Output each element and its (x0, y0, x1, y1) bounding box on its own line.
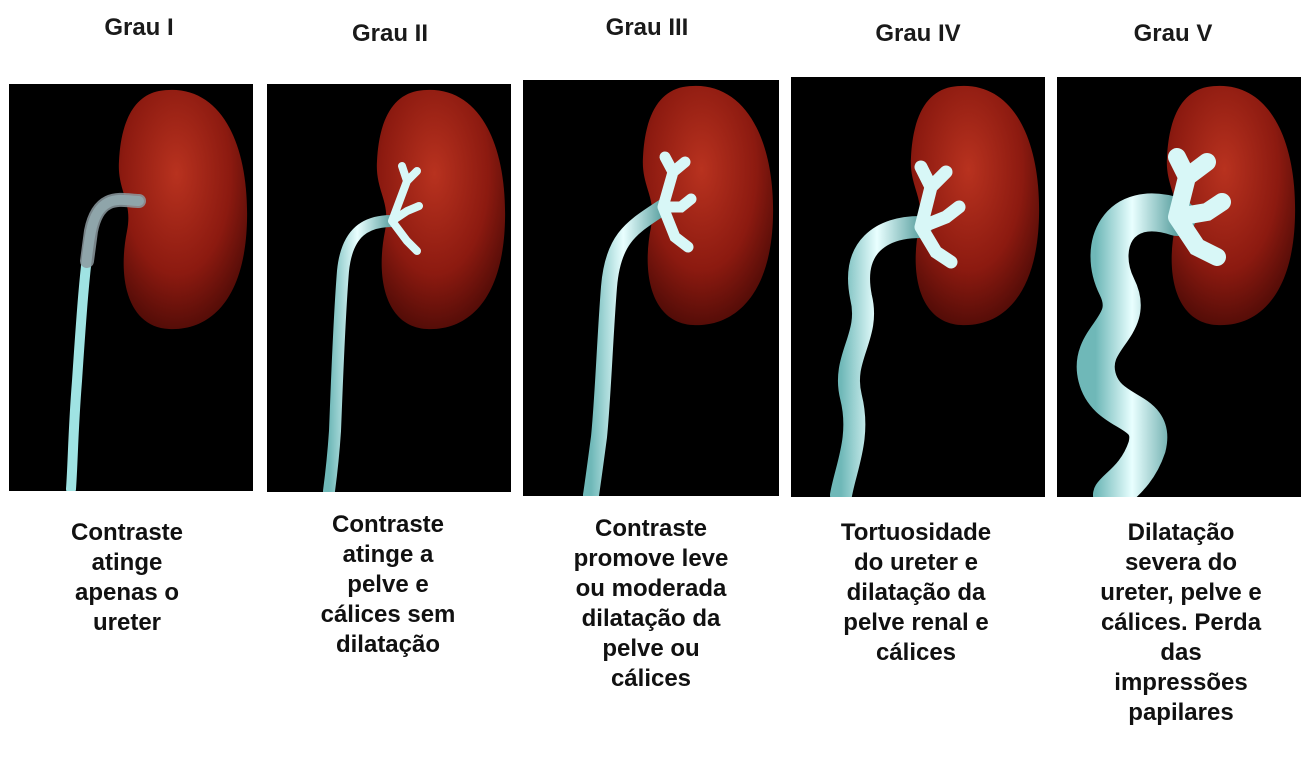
grade-4-caption: Tortuosidade do ureter e dilatação da pe… (811, 518, 1021, 668)
panel-top-edge (267, 81, 511, 84)
kidney-ureter-grade-1-image (9, 81, 253, 491)
caption-line: Dilatação (1076, 518, 1286, 548)
grade-3-caption: Contraste promove leve ou moderada dilat… (546, 514, 756, 694)
caption-line: dilatação (283, 630, 493, 660)
grade-2-illustration (267, 81, 511, 492)
kidney-ureter-grade-2-image (267, 81, 511, 492)
grade-1-illustration (9, 81, 253, 491)
caption-line: dilatação da (811, 578, 1021, 608)
caption-line: pelve renal e (811, 608, 1021, 638)
caption-line: papilares (1076, 698, 1286, 728)
grade-5-illustration (1057, 77, 1301, 497)
caption-line: cálices sem (283, 600, 493, 630)
grade-2-title: Grau II (290, 20, 490, 48)
caption-line: pelve ou (546, 634, 756, 664)
caption-line: Contraste (22, 518, 232, 548)
caption-line: cálices (811, 638, 1021, 668)
caption-line: Contraste (283, 510, 493, 540)
grade-1-title: Grau I (39, 14, 239, 42)
caption-line: atinge (22, 548, 232, 578)
panel-top-edge (9, 81, 253, 84)
grade-3-illustration (523, 77, 779, 496)
caption-line: promove leve (546, 544, 756, 574)
grade-1-caption: Contraste atinge apenas o ureter (22, 518, 232, 638)
caption-line: ureter, pelve e (1076, 578, 1286, 608)
grade-5-title: Grau V (1073, 20, 1273, 48)
kidney-ureter-grade-3-image (523, 77, 779, 496)
caption-line: cálices (546, 664, 756, 694)
panel-top-edge (523, 77, 779, 80)
kidney-ureter-grade-5-image (1057, 77, 1301, 497)
caption-line: cálices. Perda (1076, 608, 1286, 638)
grade-5-caption: Dilatação severa do ureter, pelve e cáli… (1076, 518, 1286, 728)
caption-line: das (1076, 638, 1286, 668)
caption-line: do ureter e (811, 548, 1021, 578)
caption-line: impressões (1076, 668, 1286, 698)
caption-line: atinge a (283, 540, 493, 570)
caption-line: ou moderada (546, 574, 756, 604)
caption-line: Contraste (546, 514, 756, 544)
caption-line: apenas o (22, 578, 232, 608)
kidney-ureter-grade-4-image (791, 77, 1045, 497)
caption-line: severa do (1076, 548, 1286, 578)
caption-line: pelve e (283, 570, 493, 600)
caption-line: ureter (22, 608, 232, 638)
caption-line: dilatação da (546, 604, 756, 634)
grade-4-title: Grau IV (818, 20, 1018, 48)
grade-3-title: Grau III (547, 14, 747, 42)
caption-line: Tortuosidade (811, 518, 1021, 548)
grade-4-illustration (791, 77, 1045, 497)
grade-2-caption: Contraste atinge a pelve e cálices sem d… (283, 510, 493, 660)
